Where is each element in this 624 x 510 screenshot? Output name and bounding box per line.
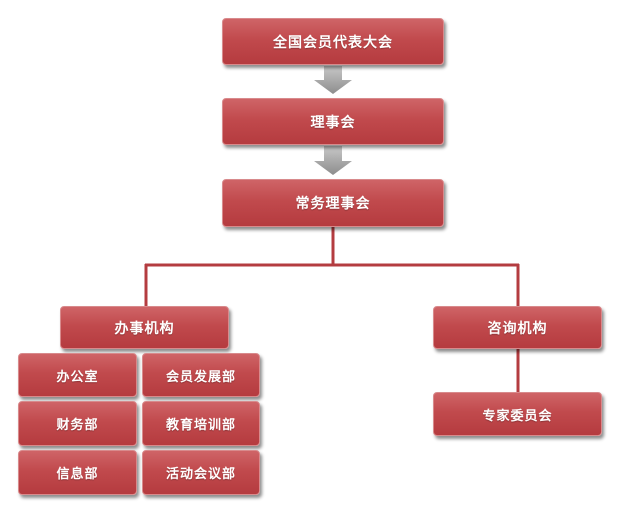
node-expert-committee: 专家委员会 <box>433 392 602 436</box>
arrow-congress-to-council <box>314 66 352 94</box>
arrow-council-to-standing <box>314 146 352 175</box>
node-events-meetings: 活动会议部 <box>142 450 260 495</box>
node-finance: 财务部 <box>18 401 137 446</box>
node-office-organization: 办事机构 <box>60 306 229 349</box>
node-standing-council: 常务理事会 <box>222 179 444 227</box>
node-council: 理事会 <box>222 98 444 145</box>
node-national-congress: 全国会员代表大会 <box>222 18 444 65</box>
node-office: 办公室 <box>18 353 137 397</box>
node-member-development: 会员发展部 <box>142 353 260 397</box>
node-education-training: 教育培训部 <box>142 401 260 446</box>
node-advisory-organization: 咨询机构 <box>433 306 602 349</box>
node-information: 信息部 <box>18 450 137 495</box>
